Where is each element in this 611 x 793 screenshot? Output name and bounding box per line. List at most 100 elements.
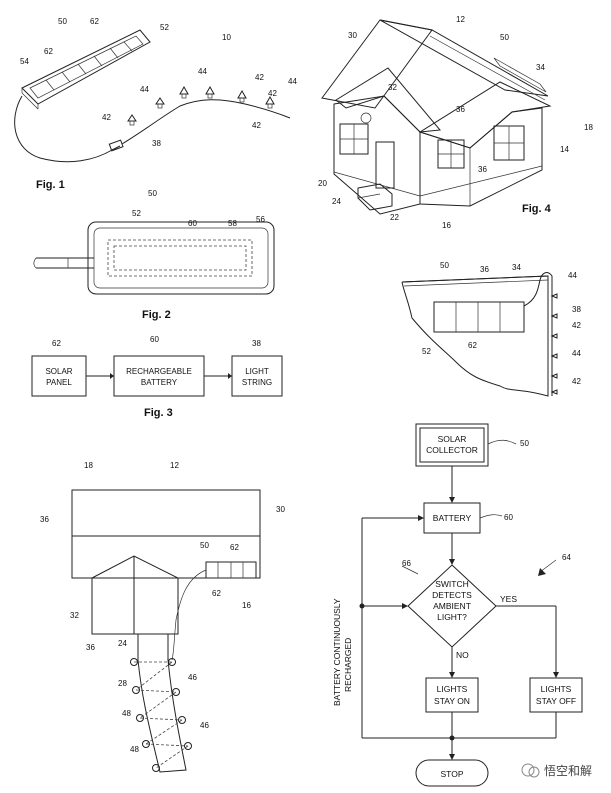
ref-32: 32: [388, 83, 397, 92]
plan-reference-numerals: 18 12 36 30 50 62 62 16 32 36 24 46 28 4…: [40, 461, 285, 754]
fig3-battery-label-1: RECHARGEABLE: [126, 367, 192, 376]
flow-decision-label-3: AMBIENT: [433, 601, 471, 611]
ref-10: 10: [222, 33, 231, 42]
flow-battery-label: BATTERY: [433, 513, 472, 523]
ref-30: 30: [348, 31, 357, 40]
ref-24: 24: [332, 197, 341, 206]
fig4-roof-right: [379, 19, 549, 97]
ref-58: 58: [228, 219, 237, 228]
detail-bulbs: [550, 293, 558, 395]
plan-wing: [91, 555, 179, 635]
fig3-solar-label-2: PANEL: [46, 378, 72, 387]
ref-48: 48: [122, 709, 131, 718]
ref-52: 52: [160, 23, 169, 32]
ref-50: 50: [148, 189, 157, 198]
fig4-reference-numerals: 12 30 50 34 32 18 36 36 14 20 24 22 16: [318, 15, 593, 230]
ref-42: 42: [252, 121, 261, 130]
flow-solar-collector-node: [419, 427, 485, 463]
fig1-cable: [14, 95, 121, 163]
ref-50: 50: [520, 439, 529, 448]
fig3-battery-label-2: BATTERY: [141, 378, 178, 387]
plan-walkway: [137, 633, 187, 773]
ref-62: 62: [90, 17, 99, 26]
ref-12: 12: [170, 461, 179, 470]
ref-36: 36: [86, 643, 95, 652]
ref-44: 44: [572, 349, 581, 358]
flow-loop-label-1: BATTERY CONTINUOUSLY: [332, 598, 342, 706]
ref-14: 14: [560, 145, 569, 154]
ref-44: 44: [568, 271, 577, 280]
fig2-battery-outline: [107, 239, 253, 277]
ref-16: 16: [242, 601, 251, 610]
fig4-front-wall: [333, 95, 421, 215]
ref-50: 50: [58, 17, 67, 26]
fig1-caption: Fig. 1: [36, 179, 65, 191]
fig3-battery-block: [113, 355, 205, 397]
ref-50: 50: [200, 541, 209, 550]
flowchart-reference-numerals: 50 60 66 64: [402, 439, 571, 568]
ref-32: 32: [70, 611, 79, 620]
ref-42: 42: [572, 321, 581, 330]
ref-44: 44: [140, 85, 149, 94]
ref-42: 42: [102, 113, 111, 122]
ref-50: 50: [440, 261, 449, 270]
ref-36: 36: [480, 265, 489, 274]
ref-60: 60: [188, 219, 197, 228]
ref-36: 36: [456, 105, 465, 114]
fig4-house: 12 30 50 34 32 18 36 36 14 20 24 22 16 F…: [318, 15, 593, 230]
fig1-light-wire: [121, 99, 291, 145]
detail-solar-collector: [433, 301, 525, 333]
detail-cable: [523, 272, 553, 396]
plan-light-wiring: [134, 661, 189, 769]
flow-stop-node: [415, 759, 489, 787]
ref-42: 42: [255, 73, 264, 82]
plan-view: 18 12 36 30 50 62 62 16 32 36 24 46 28 4…: [40, 461, 285, 773]
flow-no-label: NO: [456, 650, 469, 660]
ref-34: 34: [512, 263, 521, 272]
fig4-door: [375, 141, 395, 189]
fig2-housing-inner: [93, 227, 269, 289]
ref-44: 44: [288, 77, 297, 86]
flow-decision-label-2: DETECTS: [432, 590, 472, 600]
ref-42: 42: [572, 377, 581, 386]
fig2-caption: Fig. 2: [142, 309, 171, 321]
ref-36: 36: [478, 165, 487, 174]
flow-lights-off-label-1: LIGHTS: [541, 684, 572, 694]
fig2-panel-outline: [113, 245, 247, 271]
fig3-light-string-block: [231, 355, 283, 397]
fig3-reference-numerals: 62 60 38: [52, 335, 261, 348]
ref-46: 46: [200, 721, 209, 730]
ref-38: 38: [152, 139, 161, 148]
ref-12: 12: [456, 15, 465, 24]
watermark: 悟空和解: [521, 763, 592, 778]
ref-64: 64: [562, 553, 571, 562]
watermark-logo-icon: [521, 763, 535, 777]
ref-22: 22: [390, 213, 399, 222]
flowchart: SOLAR COLLECTOR BATTERY SWITCH DETECTS A…: [332, 423, 583, 787]
ref-28: 28: [118, 679, 127, 688]
fig4-solar-collector: [493, 57, 547, 93]
flow-solar-label-1: SOLAR: [438, 434, 467, 444]
fig1-reference-numerals: 50 62 52 62 54 10 44 44 44 42 42 42 42 3…: [20, 17, 297, 148]
fig2-reference-numerals: 50 52 60 58 56: [132, 189, 265, 228]
flow-decision-label-4: LIGHT?: [437, 612, 467, 622]
fig3-solar-panel-block: [31, 355, 87, 397]
ref-38: 38: [252, 339, 261, 348]
flow-lights-on-label-2: STAY ON: [434, 696, 470, 706]
flow-yes-label: YES: [500, 594, 517, 604]
flow-loop-label-2: RECHARGED: [343, 638, 353, 692]
fig1-connector: [108, 139, 124, 152]
fig4-roof-left: [321, 19, 433, 109]
fig3-solar-label-1: SOLAR: [45, 367, 72, 376]
ref-46: 46: [188, 673, 197, 682]
fig2-collector: 50 52 60 58 56 Fig. 2: [33, 189, 275, 321]
ref-52: 52: [132, 209, 141, 218]
ref-42: 42: [268, 89, 277, 98]
ref-62: 62: [212, 589, 221, 598]
ref-38: 38: [572, 305, 581, 314]
ref-54: 54: [20, 57, 29, 66]
ref-62: 62: [44, 47, 53, 56]
fig3-block-diagram: SOLAR PANEL RECHARGEABLE BATTERY LIGHT S…: [31, 335, 283, 419]
